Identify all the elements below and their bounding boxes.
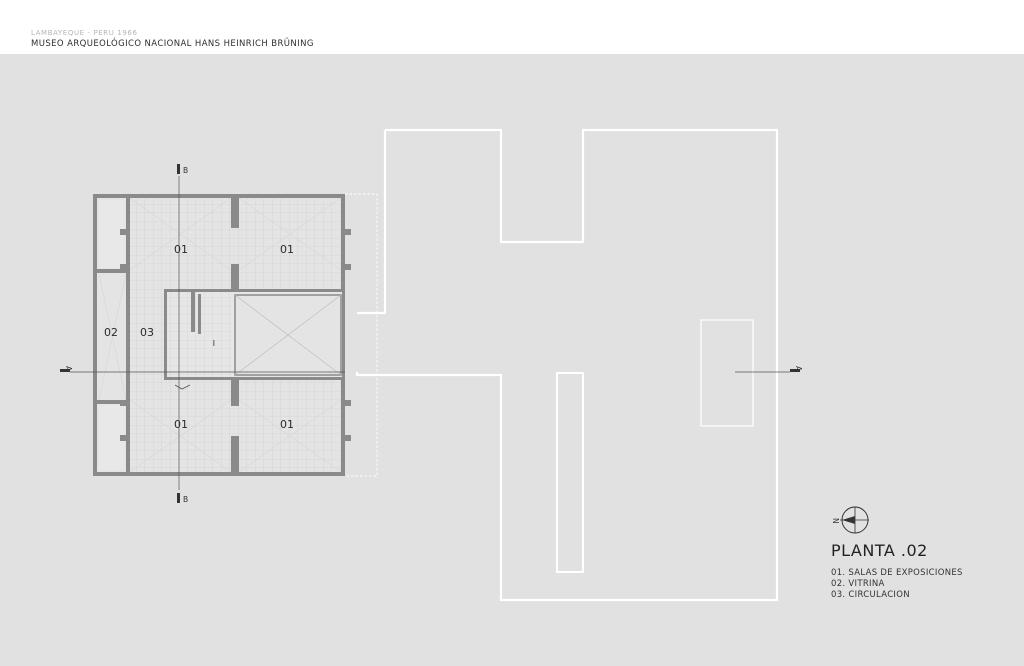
- wall-stubs: [120, 229, 351, 441]
- project-location: LAMBAYEQUE - PERU 1966: [31, 29, 138, 37]
- plan-title: PLANTA .02: [831, 541, 928, 560]
- stair-rail-2: [198, 294, 201, 334]
- header: LAMBAYEQUE - PERU 1966 MUSEO ARQUEOLÓGIC…: [0, 0, 1024, 54]
- building-footprint-outline-upper: [357, 130, 387, 315]
- vitrina-divider-top: [97, 269, 130, 273]
- pier-top: [231, 198, 239, 228]
- legend-item-vitrina: 02. VITRINA: [831, 579, 885, 589]
- legend-item-circulacion: 03. CIRCULACION: [831, 590, 910, 600]
- room-label-01-bottom-left: 01: [174, 418, 188, 431]
- section-lines: [70, 176, 790, 490]
- section-label-a-right: A: [794, 366, 803, 372]
- pier-mid-bottom: [231, 380, 239, 406]
- inner-patio-outline: [556, 372, 584, 573]
- courtyard-outline: [700, 319, 754, 427]
- room-label-01-top-left: 01: [174, 243, 188, 256]
- room-label-03-circulacion: 03: [140, 326, 154, 339]
- north-arrow-icon: [840, 506, 869, 534]
- legend: 01. SALAS DE EXPOSICIONES 02. VITRINA 03…: [831, 568, 963, 601]
- room-diagonals: [98, 197, 342, 473]
- pier-bottom: [231, 436, 239, 472]
- void-cross: [234, 294, 342, 376]
- vitrina-wall: [126, 198, 130, 472]
- project-title: MUSEO ARQUEOLÓGICO NACIONAL HANS HEINRIC…: [31, 39, 314, 49]
- legend-item-salas: 01. SALAS DE EXPOSICIONES: [831, 568, 963, 578]
- stair-rail: [191, 292, 195, 332]
- vitrina-divider-bottom: [97, 400, 130, 404]
- pier-mid-top: [231, 264, 239, 294]
- section-label-b-top: B: [183, 166, 188, 175]
- north-label: N: [831, 518, 840, 524]
- room-label-01-top-right: 01: [280, 243, 294, 256]
- section-markers: [60, 164, 800, 503]
- stair-marker: [213, 340, 215, 346]
- projection-dashed-line: [345, 193, 378, 477]
- room-label-02-vitrina: 02: [104, 326, 118, 339]
- section-label-a-left: A: [64, 366, 73, 372]
- building-footprint-outline: [355, 128, 779, 602]
- section-label-b-bottom: B: [183, 495, 188, 504]
- room-label-01-bottom-right: 01: [280, 418, 294, 431]
- stair-arrow: [174, 384, 191, 390]
